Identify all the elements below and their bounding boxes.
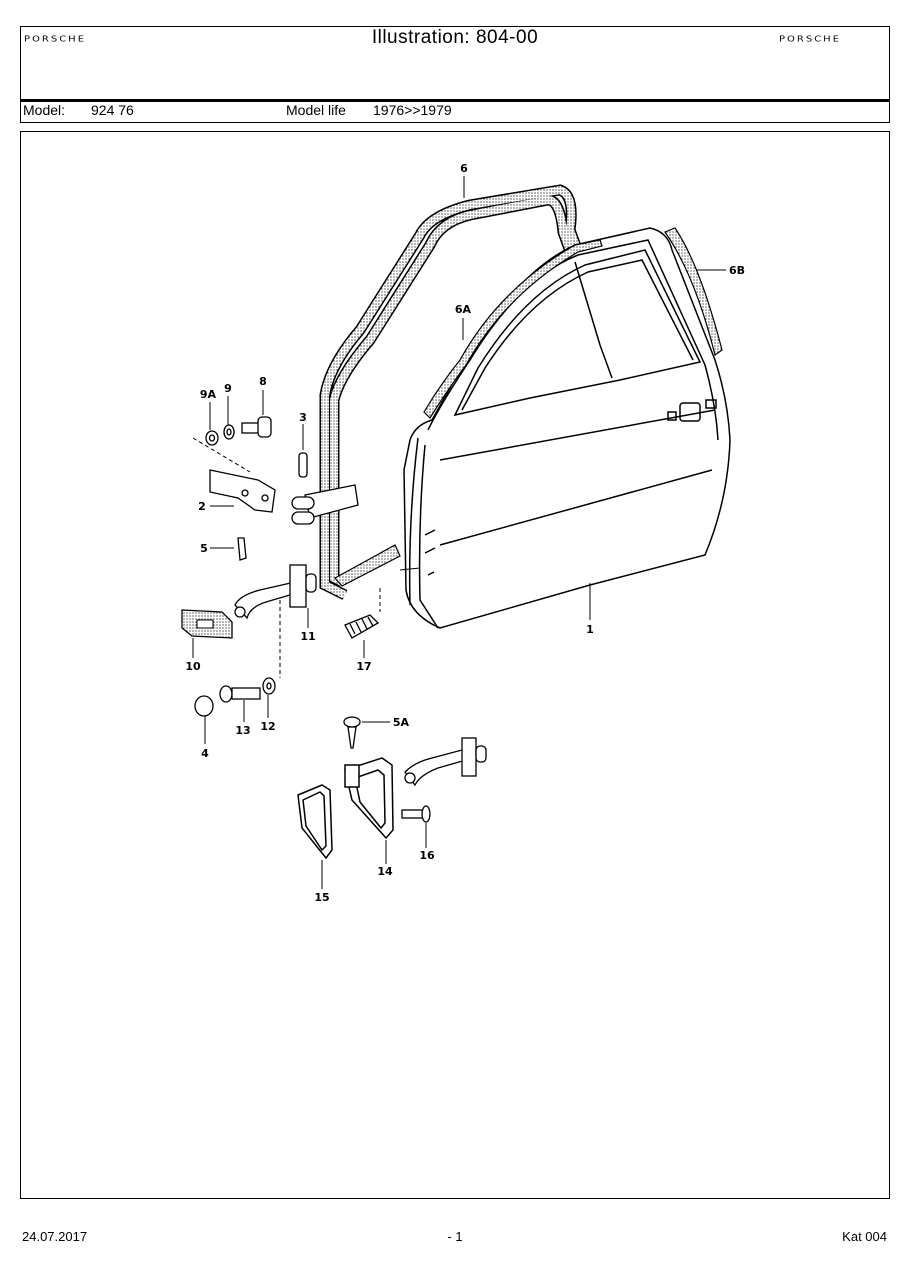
bolt-16 xyxy=(401,805,431,823)
brand-logo-right: PORSCHE xyxy=(779,35,842,44)
gasket-15 xyxy=(297,784,333,860)
leader-lines xyxy=(192,176,726,889)
callout-6b: 6B xyxy=(729,264,745,277)
callout-5a: 5A xyxy=(393,716,410,729)
plug-17 xyxy=(344,614,380,639)
callout-13: 13 xyxy=(235,724,250,737)
nut-9a xyxy=(205,430,219,446)
screw-5a xyxy=(343,716,361,749)
header-divider xyxy=(20,99,890,102)
page-title: Illustration: 804-00 xyxy=(371,27,539,48)
door-check-11 xyxy=(234,564,317,620)
brand-logo-left: PORSCHE xyxy=(24,35,87,44)
footer-catalog: Kat 004 xyxy=(842,1229,887,1244)
washer-12 xyxy=(262,677,276,695)
callout-4: 4 xyxy=(201,747,209,760)
door-shell-1 xyxy=(403,227,731,629)
model-label: Model: xyxy=(23,102,66,118)
hinge-plate-2 xyxy=(209,469,276,513)
clip-5 xyxy=(237,537,247,561)
washer-9 xyxy=(223,424,235,440)
housing-14 xyxy=(344,757,394,840)
callout-labels: 1 2 3 4 5 5A 6 6A 6B 8 9 9A 10 11 12 13 … xyxy=(185,162,745,904)
callout-14: 14 xyxy=(377,865,393,878)
buffer-10 xyxy=(181,609,233,639)
callout-17: 17 xyxy=(356,660,371,673)
callout-11: 11 xyxy=(300,630,315,643)
callout-5: 5 xyxy=(200,542,208,555)
upper-hinge xyxy=(291,452,359,525)
door-check-lower xyxy=(404,737,487,787)
callout-1: 1 xyxy=(586,623,594,636)
illustration-frame xyxy=(20,131,890,1199)
callout-2: 2 xyxy=(198,500,206,513)
callout-9a: 9A xyxy=(200,388,217,401)
callout-12: 12 xyxy=(260,720,275,733)
footer-page-number: - 1 xyxy=(447,1229,463,1244)
callout-15: 15 xyxy=(314,891,329,904)
callout-6: 6 xyxy=(460,162,468,175)
bolt-8 xyxy=(241,416,272,438)
callout-16: 16 xyxy=(419,849,435,862)
model-life-value: 1976>>1979 xyxy=(373,102,452,118)
callout-6a: 6A xyxy=(455,303,472,316)
model-value: 924 76 xyxy=(91,102,134,118)
cap-4 xyxy=(194,695,214,717)
callout-8: 8 xyxy=(259,375,267,388)
bolt-13 xyxy=(219,685,261,703)
callout-3: 3 xyxy=(299,411,307,424)
model-life-label: Model life xyxy=(286,102,346,118)
callout-9: 9 xyxy=(224,382,232,395)
door-seal-6a xyxy=(423,239,603,419)
footer-date: 24.07.2017 xyxy=(22,1229,88,1244)
header-frame xyxy=(20,26,890,123)
callout-10: 10 xyxy=(185,660,201,673)
door-strip-6b xyxy=(664,227,723,357)
